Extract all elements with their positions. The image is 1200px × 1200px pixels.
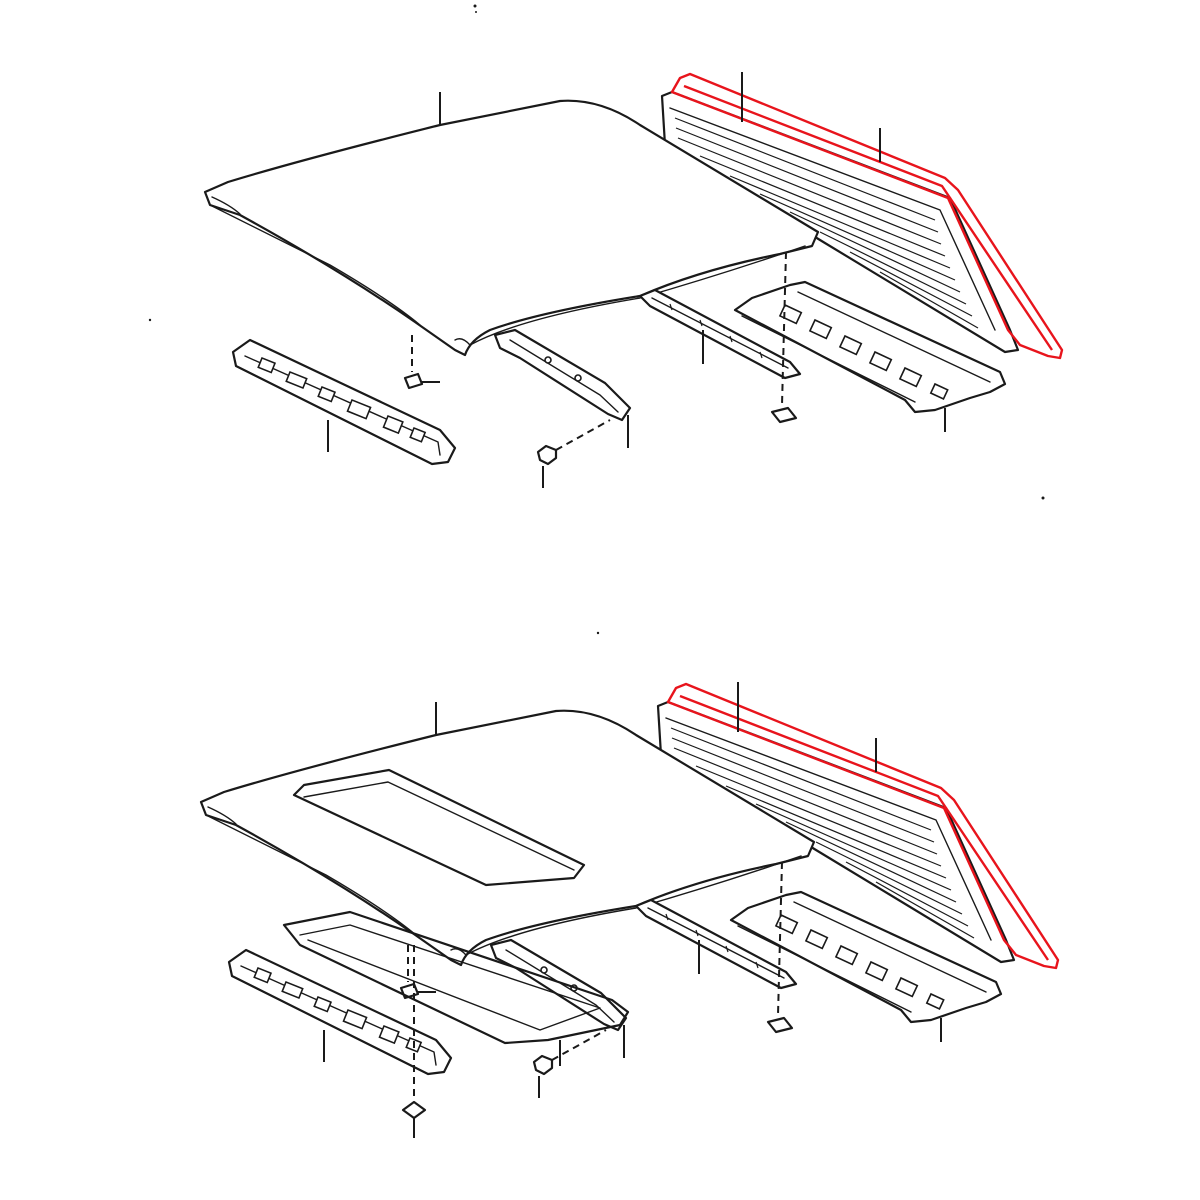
- view-roof-without-sunroof: [203, 70, 1064, 490]
- scan-artifacts: [148, 4, 1045, 635]
- lower-roof-clip: [401, 945, 427, 1138]
- view-roof-with-sunroof: [199, 680, 1060, 1100]
- sunroof-housing-frame: [282, 910, 630, 1066]
- sunroof-opening: [292, 768, 586, 887]
